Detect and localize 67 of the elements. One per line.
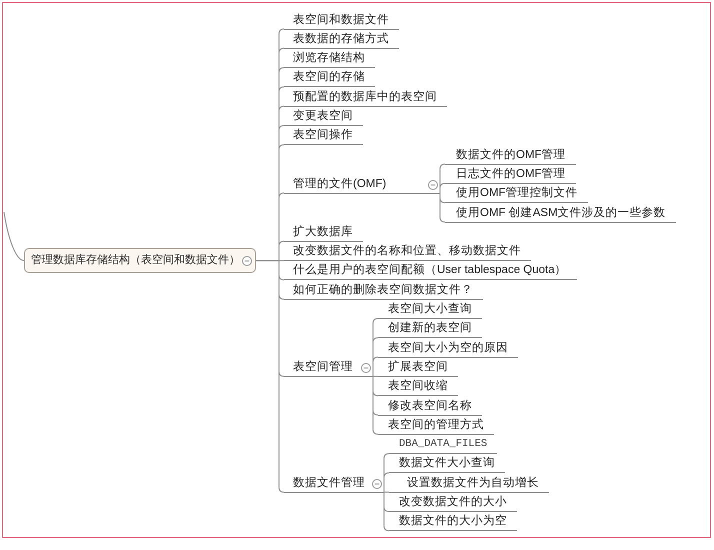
subtopic: 什么是用户的表空间配额（User tablespace Quota） [284,261,577,280]
branch-line [440,164,446,170]
subtopic: 数据文件大小查询 [389,454,505,474]
topic-label: 管理数据库存储结构（表空间和数据文件） [31,252,240,268]
branch-line [278,274,284,280]
subtopic: 浏览存储结构 [284,49,375,68]
subtopic: 表数据的存储方式 [284,30,399,49]
subtopic: 数据文件的OMF管理 [445,146,576,165]
subtopic: 表空间的存储 [284,68,375,88]
branch-line [278,486,284,493]
branch-line [4,212,24,262]
subtopic: 日志文件的OMF管理 [445,164,576,184]
branch-line [278,48,284,54]
branch-line [256,260,284,262]
branch-line [372,318,378,324]
branch-line [278,67,284,74]
branch-line [372,410,378,416]
branch-line [440,216,446,222]
subtopic: 表空间的管理方式 [378,416,494,435]
subtopic: 扩大数据库 [284,222,363,242]
subtopic: 表空间和数据文件 [284,10,399,30]
branch-line [372,337,378,344]
subtopic: 扩展表空间 [378,358,458,377]
branch-line [384,453,390,460]
subtopic: 修改表空间名称 [378,396,482,416]
subtopic: 使用OMF 创建ASM文件涉及的一些参数 [445,204,676,222]
subtopic: 改变数据文件的名称和位置、移动数据文件 [284,242,531,262]
branch-line [278,192,284,199]
topic-label: 数据文件管理 [293,476,365,491]
subtopic: 使用OMF管理控制文件 [445,184,588,204]
branch-line [384,492,390,493]
branch-line [372,428,378,435]
branch-line [278,240,284,247]
branch-line [278,86,284,92]
subtopic: 如何正确的删除表空间数据文件？ [284,280,483,300]
subtopic: 改变数据文件的大小 [389,493,517,512]
subtopic: 数据文件的大小为空 [389,512,517,532]
branch-topic [284,174,440,194]
branch-line [440,182,446,189]
branch-line [384,525,390,532]
branch-line [384,472,390,478]
subtopic: DBA_DATA_FILES [389,435,498,454]
branch-line [278,370,284,377]
branch-topic [284,474,384,493]
branch-line [384,506,390,512]
topic-label: 管理的文件(OMF) [293,176,386,192]
subtopic: 表空间大小查询 [378,300,482,319]
branch-line [278,144,284,150]
branch-line [278,106,284,112]
branch-line [278,28,284,34]
branch-line [372,376,378,377]
subtopic: 设置数据文件为自动增长 [389,474,549,493]
subtopic: 变更表空间 [284,107,363,126]
subtopic: 表空间大小为空的原因 [378,338,518,358]
topic-label: 表空间管理 [293,359,353,375]
branch-line [372,390,378,396]
branch-line [278,294,284,300]
branch-trunk [372,323,374,430]
branch-topic [284,358,373,377]
root-topic-box [24,248,256,274]
subtopic: 创建新的表空间 [378,319,482,338]
branch-line [372,356,378,363]
subtopic: 预配置的数据库中的表空间 [284,88,447,107]
branch-line [440,197,446,204]
subtopic: 表空间收缩 [378,377,458,396]
subtopic: 表空间操作 [284,126,363,146]
branch-line [278,125,284,131]
